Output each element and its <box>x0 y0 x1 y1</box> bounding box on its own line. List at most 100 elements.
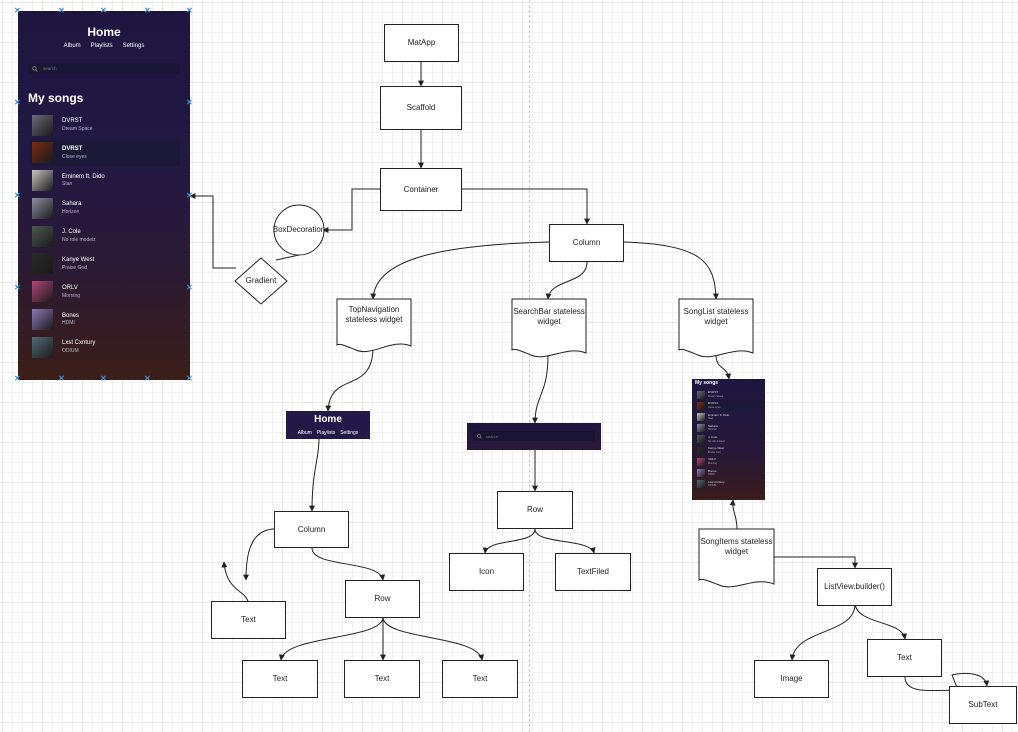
topnav-doc-shape <box>336 298 412 352</box>
node-text-left[interactable]: Text <box>211 601 286 639</box>
node-topnav-widget[interactable]: TopNavigation stateless widget <box>337 299 411 345</box>
song-artist: J. Cole <box>62 229 81 236</box>
node-textfiled[interactable]: TextFiled <box>555 553 631 591</box>
gradient-shape <box>234 257 288 305</box>
search-icon <box>32 65 38 72</box>
edge-songitems-listmock <box>729 499 738 530</box>
section-title: My songs <box>28 91 84 105</box>
resize-handle-icon[interactable]: ✕ <box>186 191 193 200</box>
node-text-1[interactable]: Text <box>242 660 318 698</box>
preview-song-artist: Bones <box>708 468 717 473</box>
songitems-doc-shape <box>698 528 775 588</box>
preview-album-art-thumbnail <box>697 446 705 455</box>
node-icon[interactable]: Icon <box>449 553 524 591</box>
node-text-2[interactable]: Text <box>344 660 420 698</box>
node-row-nav[interactable]: Row <box>345 580 420 618</box>
phone-preview[interactable]: Home Album Playlists Settings search My … <box>18 11 190 380</box>
searchbar-preview[interactable]: search <box>467 423 601 450</box>
phone-title: Home <box>87 25 121 39</box>
node-image[interactable]: Image <box>754 660 829 698</box>
resize-handle-icon[interactable]: ✕ <box>14 6 21 15</box>
node-column-main[interactable]: Column <box>549 224 624 262</box>
node-scaffold[interactable]: Scaffold <box>380 86 462 130</box>
node-songitems-widget[interactable]: SongItems stateless widget <box>699 537 774 583</box>
resize-handle-icon[interactable]: ✕ <box>186 6 193 15</box>
node-text-3[interactable]: Text <box>442 660 518 698</box>
edge-column-searchbar <box>545 261 588 300</box>
resize-handle-icon[interactable]: ✕ <box>100 6 107 15</box>
node-column-nav[interactable]: Column <box>274 511 349 548</box>
album-art-thumbnail <box>32 336 53 358</box>
album-art-thumbnail <box>32 114 53 136</box>
resize-handle-icon[interactable]: ✕ <box>14 98 21 107</box>
searchbar-preview-input: search <box>473 431 595 441</box>
searchbar-doc-shape <box>511 298 587 358</box>
resize-handle-icon[interactable]: ✕ <box>144 374 151 383</box>
preview-song-title: Close eyes <box>708 406 721 410</box>
node-text-song[interactable]: Text <box>867 639 942 677</box>
resize-handle-icon[interactable]: ✕ <box>186 374 193 383</box>
resize-handle-icon[interactable]: ✕ <box>100 374 107 383</box>
edge-column-topnav <box>370 241 550 300</box>
resize-handle-icon[interactable]: ✕ <box>186 98 193 107</box>
preview-album-art-thumbnail <box>697 412 705 421</box>
song-artist: Kanye West <box>62 257 95 264</box>
node-listview-builder[interactable]: ListView.builder() <box>817 568 892 606</box>
phone-tabs: Album Playlists Settings <box>18 43 190 49</box>
preview-song-title: Dream Space <box>708 394 724 398</box>
node-searchbar-widget[interactable]: SearchBar stateless widget <box>512 307 586 353</box>
node-matapp[interactable]: MatApp <box>384 24 459 62</box>
node-boxdecoration[interactable]: BoxDecoration <box>272 225 326 234</box>
node-songlist-widget[interactable]: SongList stateless widget <box>679 307 753 353</box>
node-gradient[interactable]: Gradient <box>245 276 277 285</box>
resize-handle-icon[interactable]: ✕ <box>14 374 21 383</box>
preview-song-title: Praise God <box>708 450 721 454</box>
edge-column-text <box>243 528 275 581</box>
edge-row-textfiled <box>534 528 596 554</box>
preview-song-artist: DVRST <box>708 390 719 395</box>
node-row-search[interactable]: Row <box>497 491 573 529</box>
songlist-widget-label: SongList stateless widget <box>683 307 749 326</box>
tab-playlists[interactable]: Playlists <box>90 43 113 49</box>
preview-album-art-thumbnail <box>697 435 705 444</box>
resize-handle-icon[interactable]: ✕ <box>144 6 151 15</box>
resize-handle-icon[interactable]: ✕ <box>58 374 65 383</box>
searchbar-widget-label: SearchBar stateless widget <box>513 307 585 326</box>
resize-handle-icon[interactable]: ✕ <box>186 283 193 292</box>
node-container[interactable]: Container <box>380 168 462 211</box>
edge-gradient-phone <box>189 193 236 269</box>
preview-song-artist: Eminem ft. Dido <box>708 412 730 417</box>
resize-handle-icon[interactable]: ✕ <box>14 283 21 292</box>
resize-handle-icon[interactable]: ✕ <box>14 191 21 200</box>
song-artist: Lxst Cxntury <box>62 340 96 347</box>
phone-search-input[interactable]: search <box>28 63 180 74</box>
resize-handle-icon[interactable]: ✕ <box>58 6 65 15</box>
node-subtext[interactable]: SubText <box>949 686 1017 724</box>
tab-settings[interactable]: Settings <box>122 43 145 49</box>
song-title: Praise God <box>62 264 88 271</box>
album-art-thumbnail <box>32 197 53 219</box>
tab-album[interactable]: Album <box>63 43 81 49</box>
topnav-preview[interactable]: Home Album Playlists Settings <box>286 411 370 439</box>
